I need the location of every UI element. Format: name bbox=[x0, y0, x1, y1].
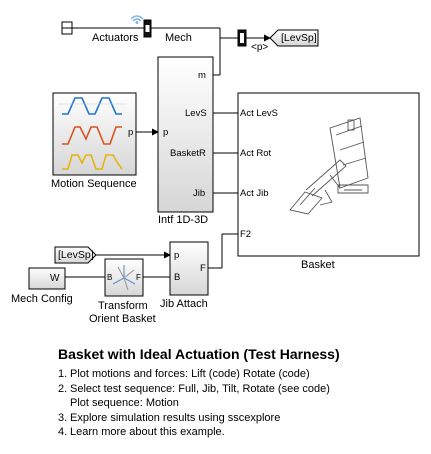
step-3: 3.Explore simulation results using sscex… bbox=[58, 411, 281, 424]
connection-connector-block[interactable] bbox=[143, 19, 152, 38]
learn-more-link[interactable]: Learn more about this example. bbox=[70, 426, 225, 438]
from-levsp-label: [LevSp] bbox=[58, 249, 94, 261]
sequence-jib-link[interactable]: Jib, bbox=[202, 382, 220, 395]
wave-blue-icon bbox=[62, 97, 122, 115]
jib-attach-port-b: B bbox=[174, 272, 181, 283]
motion-sequence-port-p: p bbox=[128, 127, 134, 138]
intf-port-jib: Jib bbox=[193, 188, 206, 199]
actuators-label: Actuators bbox=[92, 32, 139, 44]
transform-orient-basket-block[interactable] bbox=[104, 258, 144, 297]
rotate-code-link[interactable]: Rotate (code) bbox=[243, 368, 310, 380]
intf-label: Intf 1D-3D bbox=[158, 214, 209, 226]
transform-label-line1: Transform bbox=[98, 300, 148, 312]
sscexplore-link[interactable]: sscexplore bbox=[227, 411, 281, 424]
goto-bus-block[interactable] bbox=[237, 29, 247, 47]
basket-mechanism-icon bbox=[289, 117, 369, 215]
intf-port-basketr: BasketR bbox=[170, 148, 206, 159]
transform-port-f: F bbox=[136, 273, 141, 282]
transform-port-b: B bbox=[107, 273, 113, 282]
jib-attach-port-p: p bbox=[174, 250, 180, 261]
basket-label: Basket bbox=[301, 259, 335, 271]
harness-title: Basket with Ideal Actuation (Test Harnes… bbox=[58, 346, 340, 362]
plot-motion-link[interactable]: Motion bbox=[145, 397, 179, 409]
see-code-link[interactable]: (see code) bbox=[277, 382, 330, 395]
jib-attach-port-f: F bbox=[200, 263, 206, 274]
jib-attach-block[interactable] bbox=[169, 241, 209, 296]
wave-yellow-icon bbox=[62, 154, 123, 170]
mech-label: Mech bbox=[165, 32, 192, 44]
step-2: 2.Select test sequence: Full, Jib, Tilt,… bbox=[58, 382, 330, 395]
mech-config-label: Mech Config bbox=[11, 293, 73, 305]
intf-port-m: m bbox=[198, 70, 206, 81]
sequence-full-link[interactable]: Full, bbox=[178, 382, 200, 395]
basket-port-act-rot: Act Rot bbox=[240, 148, 272, 159]
basket-block[interactable] bbox=[237, 92, 420, 257]
mech-config-glyph: W bbox=[50, 273, 60, 284]
goto-levsp-label: [LevSp] bbox=[281, 32, 317, 44]
mech-config-block[interactable] bbox=[28, 267, 66, 290]
transform-axes-icon bbox=[112, 265, 136, 291]
basket-port-act-jib: Act Jib bbox=[240, 188, 269, 199]
goto-p-label: <p> bbox=[251, 42, 269, 53]
goto-levsp-tag[interactable] bbox=[269, 29, 319, 47]
step-2b: Plot sequence: Motion bbox=[70, 397, 179, 409]
basket-port-f2: F2 bbox=[240, 229, 252, 240]
wireless-icon bbox=[130, 15, 144, 24]
lift-code-link[interactable]: Lift (code) bbox=[191, 368, 240, 380]
sequence-rotate-link[interactable]: Rotate bbox=[242, 382, 275, 395]
step-4: 4.Learn more about this example. bbox=[58, 426, 225, 438]
step-1: 1.Plot motions and forces: Lift (code) R… bbox=[58, 368, 310, 380]
motion-sequence-block[interactable] bbox=[52, 92, 137, 176]
transform-label-line2: Orient Basket bbox=[89, 313, 156, 325]
intf-port-levs: LevS bbox=[185, 108, 207, 119]
intf-1d-3d-block[interactable] bbox=[157, 56, 214, 213]
signal-lines bbox=[64, 23, 271, 278]
sequence-tilt-link[interactable]: Tilt, bbox=[222, 382, 240, 395]
basket-port-act-levs: Act LevS bbox=[240, 108, 279, 119]
harness-steps: 1.Plot motions and forces: Lift (code) R… bbox=[58, 367, 330, 440]
actuators-connection-port[interactable] bbox=[61, 21, 73, 35]
motion-sequence-label: Motion Sequence bbox=[51, 178, 137, 190]
from-levsp-tag[interactable] bbox=[54, 246, 97, 264]
jib-attach-label: Jib Attach bbox=[160, 298, 208, 310]
intf-port-p: p bbox=[163, 127, 169, 138]
wave-orange-icon bbox=[62, 126, 122, 145]
